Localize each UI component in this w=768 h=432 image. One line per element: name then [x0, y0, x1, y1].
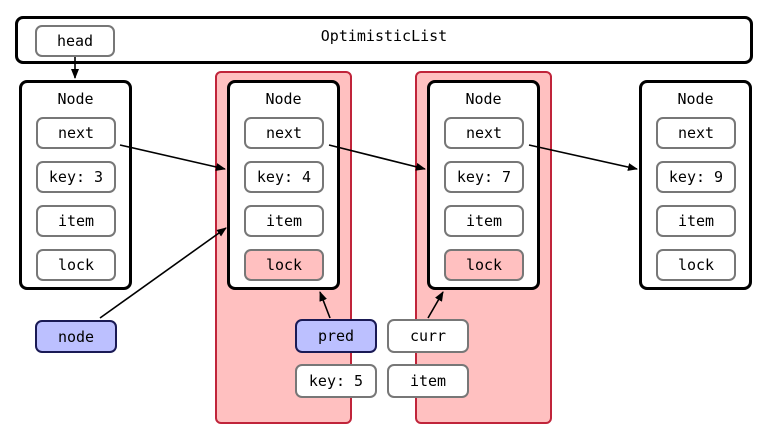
node-key-4: Node next key: 4 item lock — [227, 80, 340, 290]
list-title: OptimisticList — [320, 27, 448, 45]
node-label: Node — [465, 90, 502, 108]
item-variable: item — [387, 364, 469, 398]
lock-field: lock — [656, 249, 736, 281]
next-arrow-7-to-9 — [528, 144, 638, 171]
next-field: next — [36, 117, 116, 149]
key-field: key: 3 — [36, 161, 116, 193]
next-arrow-3-to-4 — [119, 144, 226, 171]
node-label: Node — [677, 90, 714, 108]
curr-variable: curr — [387, 319, 469, 353]
pred-variable: pred — [295, 319, 377, 353]
lock-field-locked: lock — [444, 249, 524, 281]
next-arrow-4-to-7 — [328, 144, 426, 171]
key-field: key: 7 — [444, 161, 524, 193]
key-field: key: 4 — [244, 161, 324, 193]
node-label: Node — [57, 90, 94, 108]
item-field: item — [444, 205, 524, 237]
next-field: next — [656, 117, 736, 149]
optimistic-list-container: OptimisticList — [15, 16, 753, 64]
lock-field: lock — [36, 249, 116, 281]
key-variable: key: 5 — [295, 364, 377, 398]
next-field: next — [244, 117, 324, 149]
head-field: head — [35, 25, 115, 57]
node-next-arrow — [99, 227, 227, 319]
curr-arrow — [427, 291, 444, 319]
node-variable: node — [35, 320, 117, 353]
node-key-3: Node next key: 3 item lock — [19, 80, 132, 290]
item-field: item — [36, 205, 116, 237]
item-field: item — [656, 205, 736, 237]
node-label: Node — [265, 90, 302, 108]
item-field: item — [244, 205, 324, 237]
key-field: key: 9 — [656, 161, 736, 193]
next-field: next — [444, 117, 524, 149]
lock-field-locked: lock — [244, 249, 324, 281]
pred-arrow — [319, 291, 331, 319]
node-key-7: Node next key: 7 item lock — [427, 80, 540, 290]
node-key-9: Node next key: 9 item lock — [639, 80, 752, 290]
